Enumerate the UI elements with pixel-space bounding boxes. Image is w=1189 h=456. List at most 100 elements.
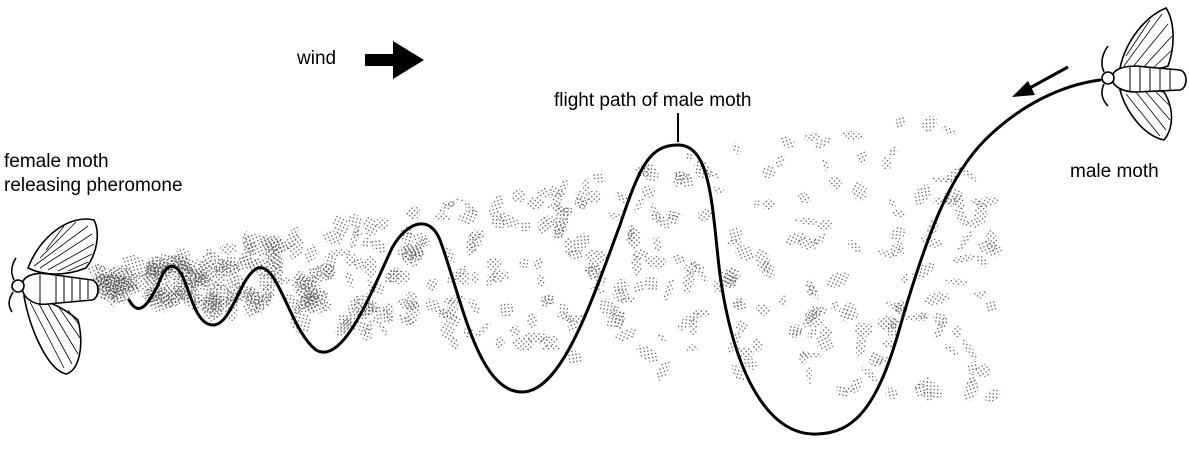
pheromone-blob: [924, 292, 950, 306]
pheromone-blob: [189, 267, 213, 296]
pheromone-blob: [554, 190, 567, 199]
pheromone-blob: [813, 306, 829, 316]
pheromone-blob: [967, 361, 978, 374]
pheromone-blob: [838, 306, 851, 322]
pheromone-blob: [533, 257, 544, 270]
pheromone-blob: [887, 146, 898, 157]
pheromone-blob: [751, 199, 762, 208]
pheromone-blob: [308, 267, 323, 280]
pheromone-blob: [888, 198, 896, 209]
pheromone-blob: [219, 243, 238, 255]
pheromone-blob: [607, 212, 622, 220]
pheromone-blob: [509, 324, 520, 337]
pheromone-blob: [889, 226, 906, 242]
pheromone-blob: [512, 188, 526, 203]
pheromone-blob: [641, 185, 656, 199]
pheromone-blob: [945, 167, 963, 183]
pheromone-blob: [784, 232, 806, 246]
pheromone-blob: [373, 314, 388, 336]
pheromone-blob: [406, 205, 421, 220]
pheromone-blob: [437, 198, 459, 214]
pheromone-blob: [731, 142, 742, 155]
pheromone-blob: [360, 237, 372, 249]
pheromone-blob: [344, 270, 355, 288]
male-moth-illustration: [1101, 7, 1187, 141]
female-moth-label-line2: releasing pheromone: [4, 175, 183, 196]
pheromone-blob: [120, 275, 141, 291]
pheromone-blob: [553, 207, 572, 216]
pheromone-blob: [851, 181, 868, 201]
female-moth-illustration: [8, 218, 99, 375]
pheromone-plume: [88, 115, 1002, 403]
pheromone-blob: [558, 179, 568, 194]
pheromone-blob: [969, 198, 981, 205]
pheromone-blob: [854, 322, 873, 337]
pheromone-blob: [813, 137, 831, 150]
pheromone-blob: [966, 373, 976, 386]
pheromone-blob: [440, 320, 455, 341]
pheromone-blob: [755, 248, 771, 274]
pheromone-blob: [255, 292, 273, 313]
pheromone-blob: [896, 240, 905, 256]
pheromone-blob: [88, 264, 117, 282]
pheromone-blob: [945, 278, 969, 285]
pheromone-blob: [471, 271, 479, 286]
pheromone-blob: [497, 212, 520, 229]
approach-arrow-icon: [1012, 65, 1069, 97]
pheromone-blob: [461, 199, 480, 218]
pheromone-blob: [952, 254, 975, 263]
pheromone-blob: [541, 344, 562, 351]
pheromone-blob: [523, 332, 549, 343]
pheromone-blob: [882, 156, 892, 171]
pheromone-blob: [658, 332, 666, 343]
pheromone-blob: [663, 278, 674, 302]
pheromone-blob: [877, 249, 897, 259]
pheromone-blob: [224, 262, 240, 294]
pheromone-blob: [426, 278, 439, 291]
pheromone-blob: [373, 283, 385, 295]
pheromone-blob: [912, 262, 935, 280]
pheromone-blob: [566, 350, 582, 365]
pheromone-blob: [519, 258, 530, 269]
pheromone-blob: [847, 239, 862, 253]
pheromone-blob: [941, 126, 956, 136]
pheromone-blob: [424, 298, 441, 313]
pheromone-blob: [985, 300, 998, 313]
pheromone-blob: [735, 319, 748, 334]
pheromone-blob: [205, 248, 230, 270]
pheromone-blob: [955, 207, 969, 227]
pheromone-blob: [418, 236, 431, 246]
pheromone-blob: [828, 176, 843, 190]
pheromone-blob: [526, 312, 538, 328]
pheromone-blob: [215, 264, 226, 290]
pheromone-blob: [348, 214, 363, 230]
pheromone-blob: [551, 227, 566, 241]
pheromone-blob: [952, 324, 962, 340]
pheromone-blob: [437, 306, 452, 320]
pheromone-blob: [304, 243, 318, 265]
wind-arrow-icon: [365, 41, 424, 79]
flight-path-label: flight path of male moth: [554, 90, 752, 111]
pheromone-blob: [901, 272, 909, 284]
pheromone-blob: [247, 295, 260, 307]
pheromone-blob: [519, 220, 531, 232]
pheromone-blob: [779, 294, 787, 307]
pheromone-blob: [966, 218, 980, 229]
pheromone-blob: [475, 322, 491, 338]
pheromone-blob: [567, 319, 579, 333]
pheromone-blob: [856, 150, 867, 164]
pheromone-blob: [347, 295, 362, 314]
pheromone-blob: [671, 253, 687, 265]
pheromone-blob: [557, 301, 571, 316]
pheromone-blob: [697, 209, 713, 222]
pheromone-blob: [885, 387, 898, 400]
pheromone-blob: [444, 245, 455, 263]
pheromone-blob: [645, 255, 667, 269]
pheromone-blob: [363, 216, 378, 237]
pheromone-blob: [350, 226, 360, 250]
pheromone-blob: [921, 116, 938, 132]
female-moth-label-line1: female moth: [4, 151, 109, 172]
pheromone-blob: [650, 211, 671, 229]
pheromone-blob: [894, 115, 907, 129]
